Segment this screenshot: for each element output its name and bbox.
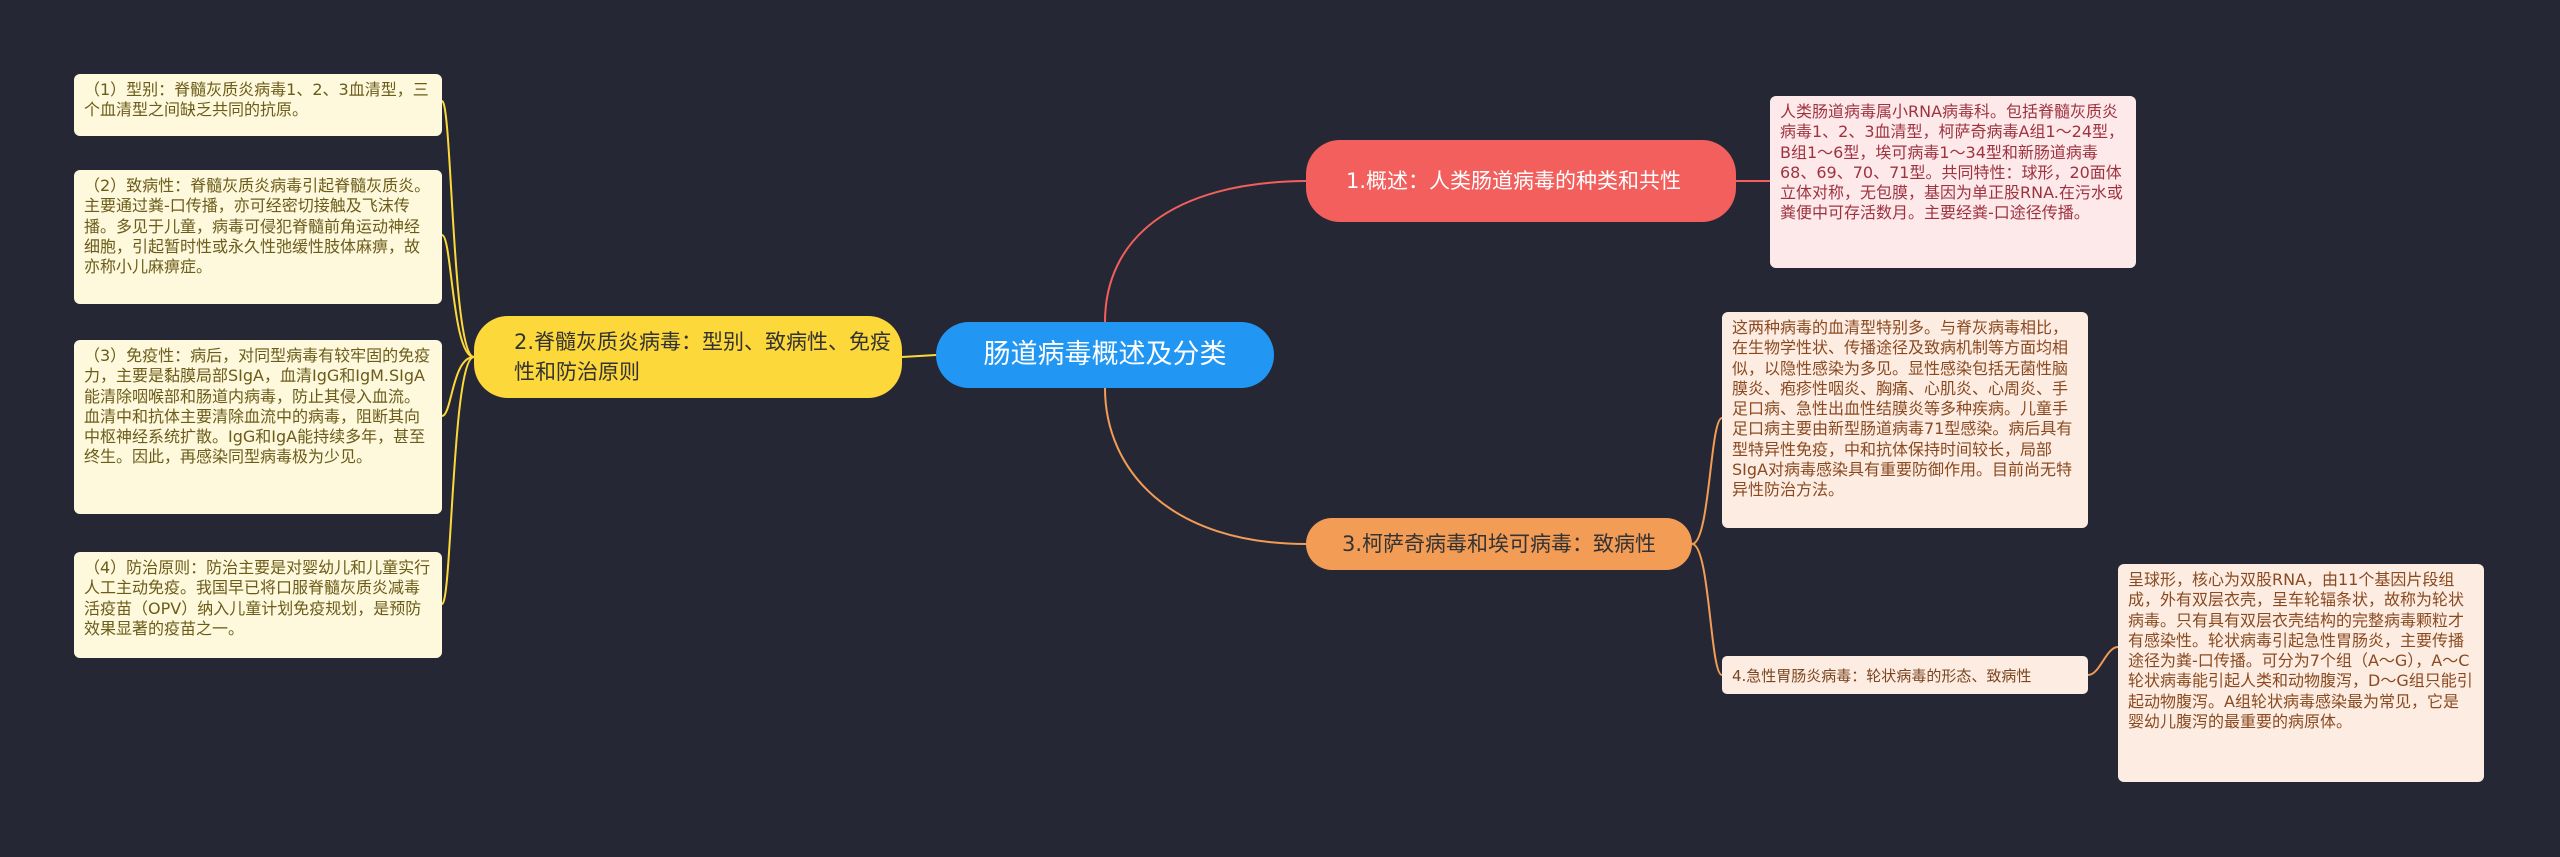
branch-overview-label: 1.概述：人类肠道病毒的种类和共性 xyxy=(1346,169,1682,193)
branch-coxsackie-echo-label: 3.柯萨奇病毒和埃可病毒：致病性 xyxy=(1341,532,1657,556)
polio-immunity-note: （3）免疫性：病后，对同型病毒有较牢固的免疫力，主要是黏膜局部SIgA，血清Ig… xyxy=(74,340,442,514)
rotavirus-detail: 呈球形，核心为双股RNA，由11个基因片段组成，外有双层衣壳，呈车轮辐条状，故称… xyxy=(2118,564,2484,782)
branch-coxsackie-echo[interactable]: 3.柯萨奇病毒和埃可病毒：致病性 xyxy=(1306,518,1692,570)
sub-gastroenteritis-label: 4.急性胃肠炎病毒：轮状病毒的形态、致病性 xyxy=(1732,666,2032,685)
branch-overview[interactable]: 1.概述：人类肠道病毒的种类和共性 xyxy=(1306,140,1736,222)
coxsackie-echo-detail: 这两种病毒的血清型特别多。与脊灰病毒相比，在生物学性状、传播途径及致病机制等方面… xyxy=(1722,312,2088,528)
branch-polio-label: 2.脊髓灰质炎病毒：型别、致病性、免疫性和防治原则 xyxy=(514,330,892,384)
polio-pathogenicity-note: （2）致病性：脊髓灰质炎病毒引起脊髓灰质炎。主要通过粪-口传播，亦可经密切接触及… xyxy=(74,170,442,304)
polio-type-note: （1）型别：脊髓灰质炎病毒1、2、3血清型，三个血清型之间缺乏共同的抗原。 xyxy=(74,74,442,136)
root-topic[interactable]: 肠道病毒概述及分类 xyxy=(936,322,1274,388)
sub-gastroenteritis[interactable]: 4.急性胃肠炎病毒：轮状病毒的形态、致病性 xyxy=(1722,656,2088,694)
overview-detail: 人类肠道病毒属小RNA病毒科。包括脊髓灰质炎病毒1、2、3血清型，柯萨奇病毒A组… xyxy=(1770,96,2136,268)
polio-prevention-note: （4）防治原则：防治主要是对婴幼儿和儿童实行人工主动免疫。我国早已将口服脊髓灰质… xyxy=(74,552,442,658)
branch-polio[interactable]: 2.脊髓灰质炎病毒：型别、致病性、免疫性和防治原则 xyxy=(474,316,902,398)
root-topic-label: 肠道病毒概述及分类 xyxy=(983,339,1227,370)
